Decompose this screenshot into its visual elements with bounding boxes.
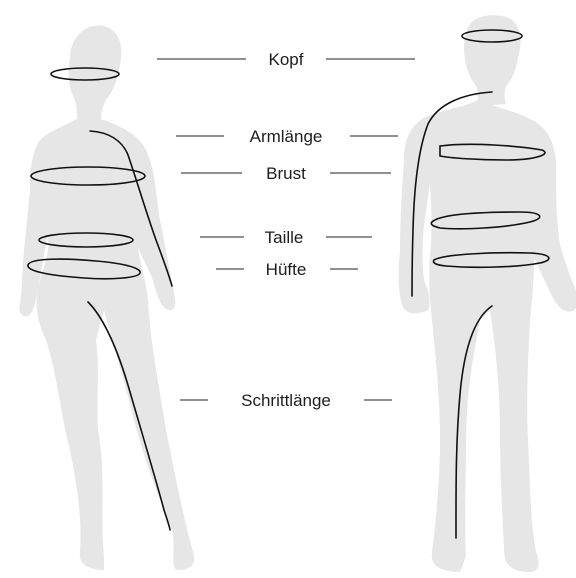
label-huefte: Hüfte bbox=[216, 260, 358, 279]
female-silhouette bbox=[19, 25, 194, 570]
label-armlaenge: Armlänge bbox=[176, 127, 398, 146]
label-schrittlaenge-text: Schrittlänge bbox=[241, 391, 331, 410]
label-huefte-text: Hüfte bbox=[266, 260, 307, 279]
label-kopf-text: Kopf bbox=[269, 50, 304, 69]
label-taille-text: Taille bbox=[265, 228, 304, 247]
label-taille: Taille bbox=[200, 228, 372, 247]
male-silhouette bbox=[399, 15, 576, 572]
label-brust-text: Brust bbox=[266, 164, 306, 183]
label-armlaenge-text: Armlänge bbox=[250, 127, 323, 146]
label-schrittlaenge: Schrittlänge bbox=[180, 391, 392, 410]
label-brust: Brust bbox=[181, 164, 391, 183]
label-kopf: Kopf bbox=[157, 50, 415, 69]
